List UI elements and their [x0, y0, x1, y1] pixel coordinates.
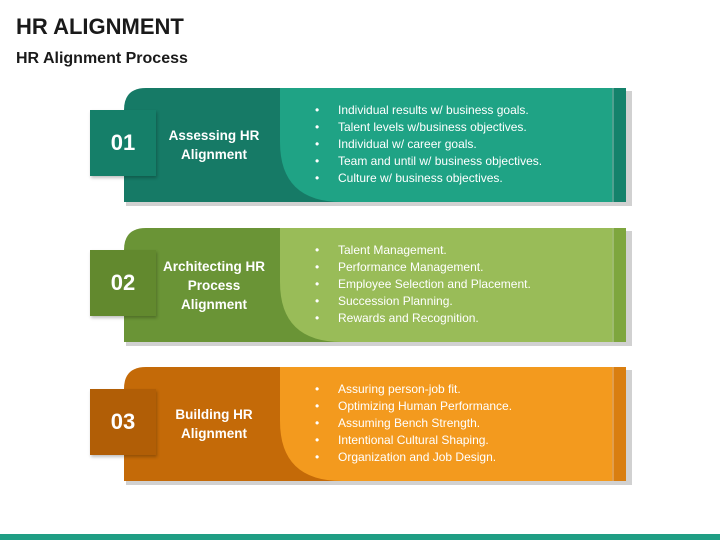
step-1-bullet-list: Individual results w/ business goals. Ta… — [312, 102, 612, 187]
step-1-bullet-item: Culture w/ business objectives. — [312, 170, 612, 187]
step-2-bullet-list: Talent Management. Performance Managemen… — [312, 242, 612, 327]
step-2-bullet-item: Talent Management. — [312, 242, 612, 259]
step-3-bullet-item: Assuring person-job fit. — [312, 381, 612, 398]
step-3-title: Building HR Alignment — [175, 407, 253, 441]
step-3-bullet-item: Assuming Bench Strength. — [312, 415, 612, 432]
process-step-1: 01 Assessing HR Alignment Individual res… — [90, 86, 632, 206]
step-2-bullet-item: Performance Management. — [312, 259, 612, 276]
step-2-bullet-item: Employee Selection and Placement. — [312, 276, 612, 293]
step-1-bullet-item: Individual w/ career goals. — [312, 136, 612, 153]
banner-edge-highlight — [612, 88, 614, 202]
step-1-number-box: 01 — [90, 110, 156, 176]
step-3-number: 03 — [110, 409, 136, 434]
step-1-title: Assessing HR Alignment — [168, 128, 260, 162]
step-3-bullet-item: Intentional Cultural Shaping. — [312, 432, 612, 449]
step-2-number-box: 02 — [90, 250, 156, 316]
step-3-number-box: 03 — [90, 389, 156, 455]
step-1-bullet-item: Individual results w/ business goals. — [312, 102, 612, 119]
process-step-3: 03 Building HR Alignment Assuring person… — [90, 365, 632, 485]
step-3-bullet-list: Assuring person-job fit. Optimizing Huma… — [312, 381, 612, 466]
step-2-bullet-item: Rewards and Recognition. — [312, 310, 612, 327]
step-2-title: Architecting HR Process Alignment — [162, 258, 265, 312]
page-title: HR ALIGNMENT — [16, 14, 184, 39]
step-1-bullet-item: Team and until w/ business objectives. — [312, 153, 612, 170]
step-1-number: 01 — [110, 130, 136, 155]
footer-accent-bar — [0, 534, 720, 540]
step-2-number: 02 — [110, 270, 136, 295]
banner-edge-strip — [612, 228, 626, 342]
step-3-bullet-item: Optimizing Human Performance. — [312, 398, 612, 415]
process-step-2: 02 Architecting HR Process Alignment Tal… — [90, 226, 632, 346]
banner-edge-highlight — [612, 367, 614, 481]
banner-edge-strip — [612, 88, 626, 202]
step-1-bullet-item: Talent levels w/business objectives. — [312, 119, 612, 136]
banner-edge-strip — [612, 367, 626, 481]
step-2-bullet-item: Succession Planning. — [312, 293, 612, 310]
banner-edge-highlight — [612, 228, 614, 342]
step-3-bullet-item: Organization and Job Design. — [312, 449, 612, 466]
page-subtitle: HR Alignment Process — [16, 50, 188, 67]
